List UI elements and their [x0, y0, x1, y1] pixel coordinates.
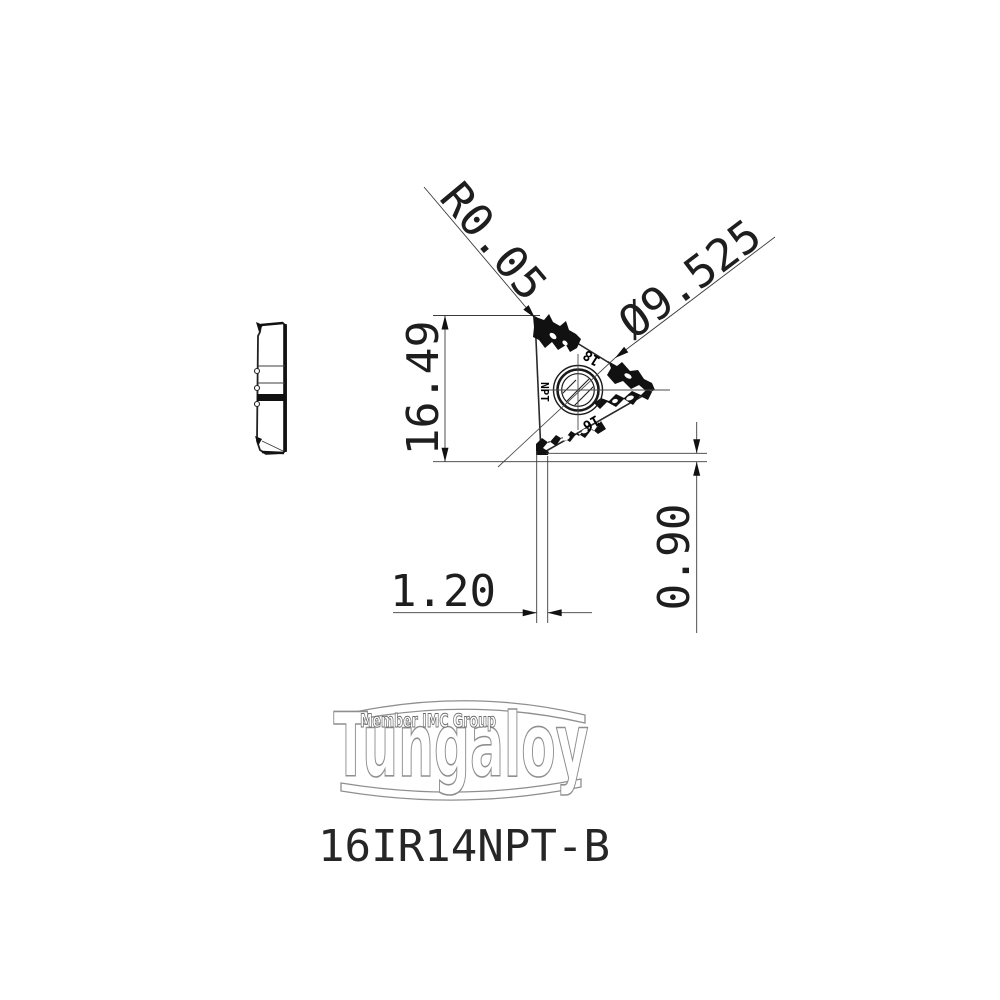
side-view-outline: [256, 322, 287, 455]
side-view-center-bar: [257, 394, 285, 401]
tungaloy-logo: Tungaloy Member IMC Group: [333, 693, 589, 801]
dimension-inscribed-circle-label: Ø9.525: [609, 210, 771, 349]
side-view-top-notch: [256, 322, 263, 332]
dimension-tooth-width-label: 1.20: [390, 566, 496, 617]
serration-highlight: [549, 332, 557, 340]
insert-marking-left: NPT: [538, 382, 551, 402]
serration-highlight: [612, 398, 618, 404]
imc-group-text: Member IMC Group: [360, 710, 496, 732]
serration-cluster-right-lower: [594, 389, 652, 409]
arrowhead-tooth-drop-bottom: [693, 461, 701, 476]
arrowhead-tooth-width-left: [522, 609, 537, 617]
serration-highlight: [626, 395, 634, 401]
side-view-serration-3: [253, 400, 261, 408]
side-view-bottom-notch: [255, 436, 262, 446]
front-view: 18 NPT 16: [497, 314, 670, 468]
centerline-diagonal: [497, 357, 616, 468]
dimension-corner-radius-label: R0.05: [430, 173, 557, 311]
serration-highlight: [624, 373, 632, 379]
insert-marking-top: 18: [580, 346, 603, 369]
serration-highlight: [562, 340, 568, 346]
logo-swoosh-top: [336, 700, 586, 725]
insert-marking-bottom: 16: [580, 411, 603, 433]
dimension-tooth-drop-label: 0.90: [649, 504, 700, 611]
serration-cluster-bottom-corner: [536, 421, 606, 455]
leader-line-corner-radius: [423, 186, 536, 319]
arrowhead-tooth-width-right: [547, 609, 562, 617]
arrowhead-corner-radius: [523, 305, 535, 318]
side-view-serration-2: [253, 384, 261, 392]
tungaloy-logo-text: Tungaloy: [334, 694, 589, 797]
side-view-bottom-edge: [261, 450, 285, 455]
arrowhead-height-bottom: [441, 447, 449, 462]
side-view-chamfer-line: [261, 440, 284, 452]
side-view-serration-1: [253, 367, 261, 375]
side-view-top-edge: [260, 321, 284, 327]
serration-highlight: [562, 435, 570, 441]
arrowhead-tooth-drop-top: [693, 439, 701, 454]
side-view: [253, 321, 287, 455]
part-number: 16IR14NPT-B: [318, 821, 610, 872]
serration-highlight: [581, 428, 589, 434]
arrowhead-inscribed-circle: [615, 346, 629, 358]
serration-cluster-top-corner: [533, 314, 581, 352]
dimension-height-label: 16.49: [398, 321, 449, 456]
leader-line-inscribed-circle: [614, 236, 776, 359]
arrowhead-height-top: [441, 315, 449, 330]
logo-swoosh-bottom: [340, 778, 582, 801]
